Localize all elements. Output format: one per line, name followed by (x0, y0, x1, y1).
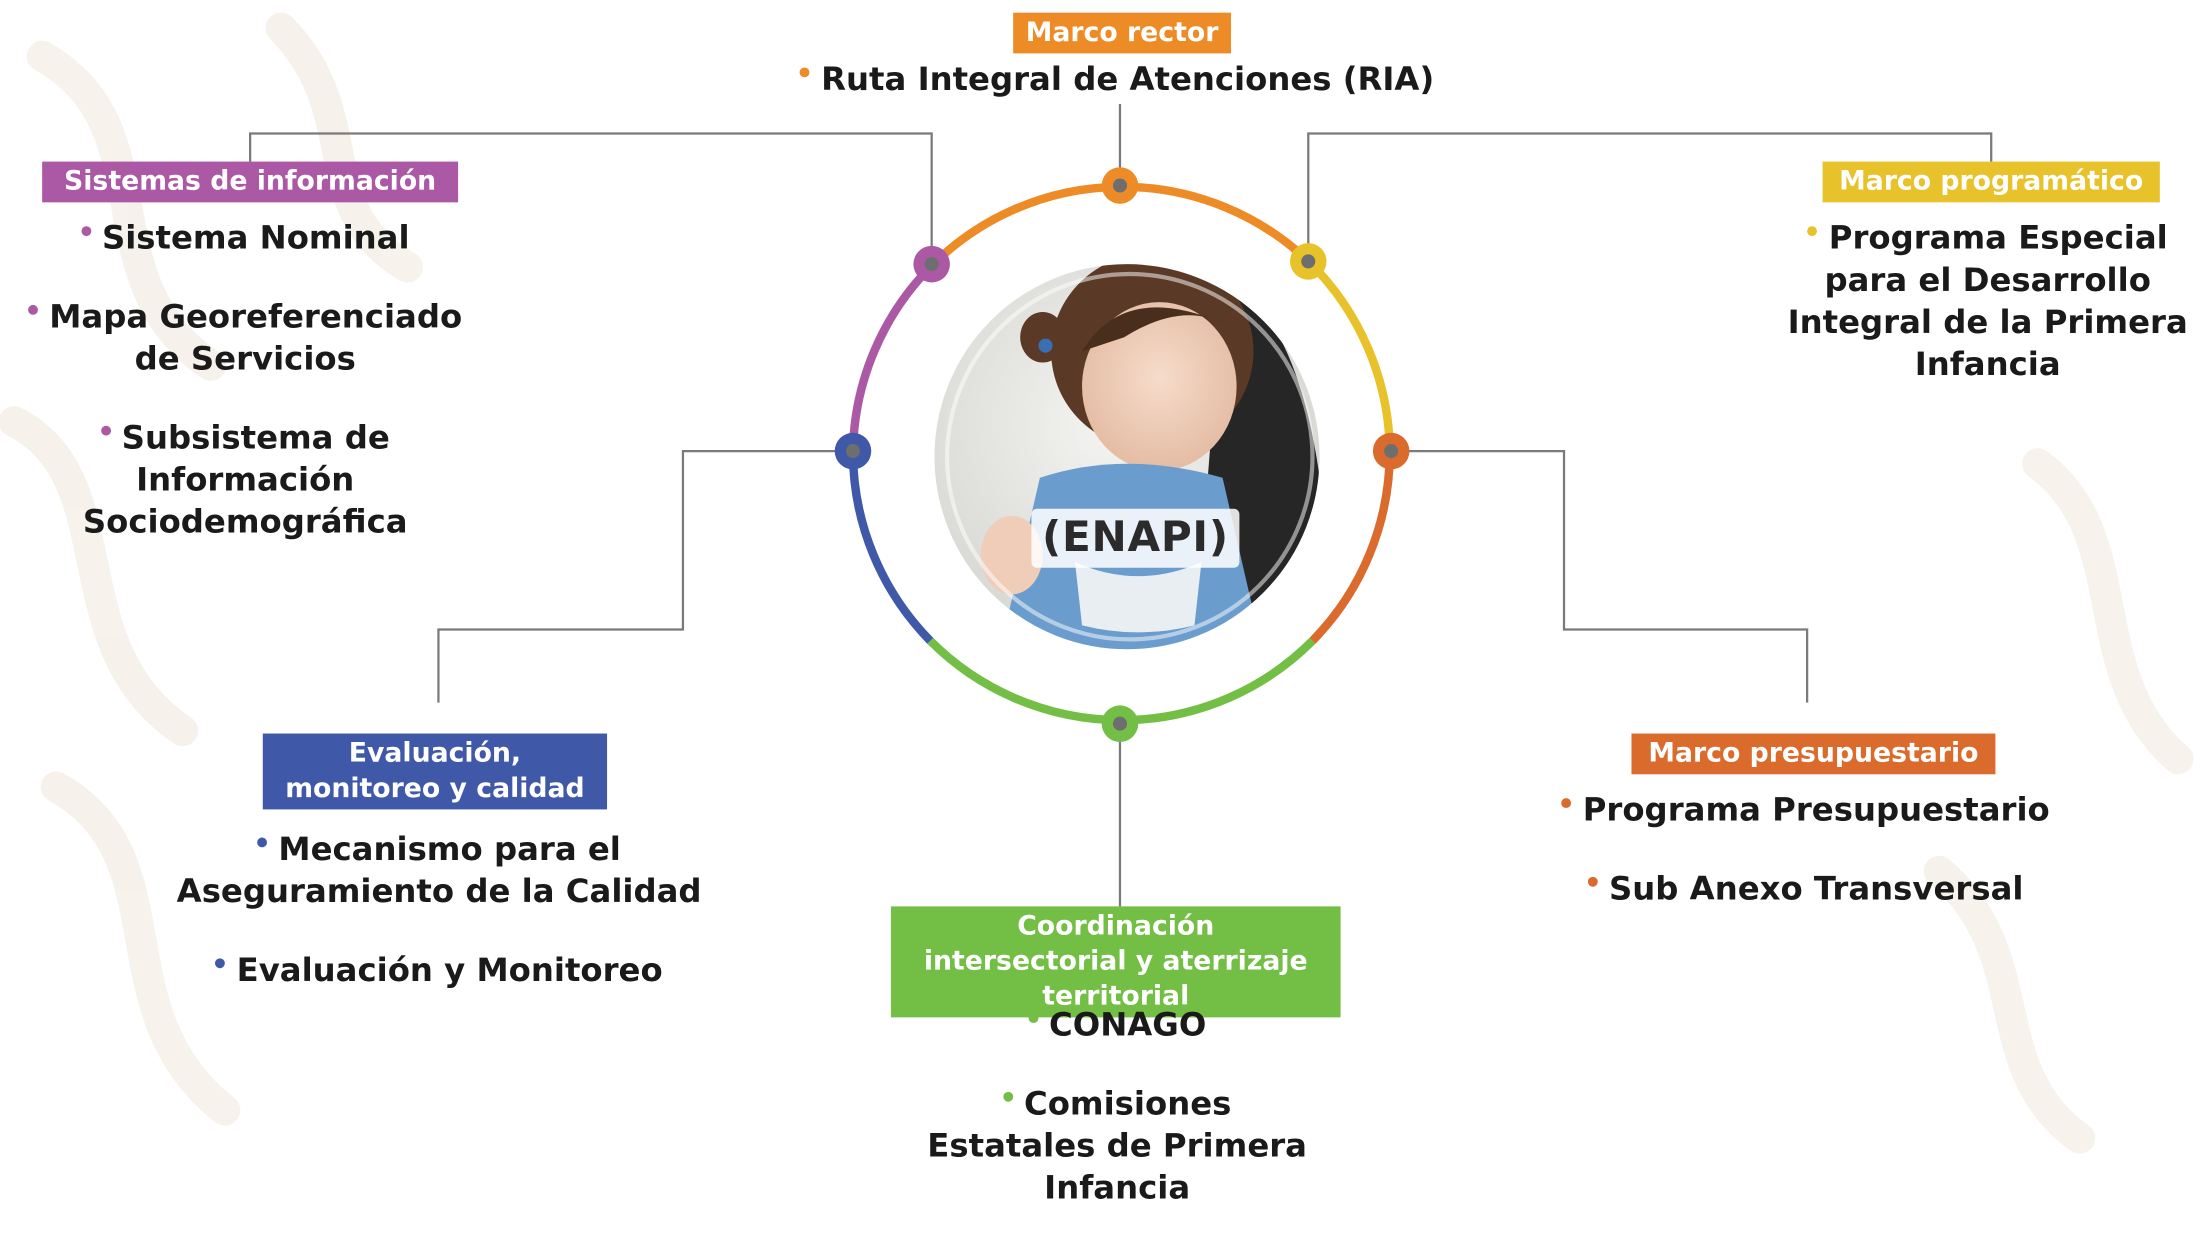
presupuestario-title: Marco presupuestario (1631, 733, 1996, 775)
bullet-icon (257, 837, 268, 848)
coordinacion-title: Coordinación intersectorial y aterrizaje… (890, 906, 1341, 1018)
connector-lines (249, 103, 1993, 907)
connector-programatico (1307, 132, 1993, 262)
bullet-icon (1807, 226, 1818, 237)
child-photo (933, 262, 1321, 651)
background-pattern (0, 12, 2194, 1154)
programatico-list: Programa Especial para el Desarrollo Int… (1773, 218, 2202, 423)
connector-evaluacion (437, 449, 853, 703)
rector-list: Ruta Integral de Atenciones (RIA) (759, 59, 1476, 138)
bullet-icon (100, 425, 111, 436)
evaluacion-title: Evaluación, monitoreo y calidad (262, 733, 608, 810)
arc-presupuestario (1309, 452, 1394, 644)
sistemas-item-1: Sistema Nominal (3, 218, 488, 260)
presupuestario-item-2: Sub Anexo Transversal (1518, 868, 2094, 910)
evaluacion-item-1: Mecanismo para el Aseguramiento de la Ca… (176, 831, 702, 911)
bullet-icon (800, 67, 810, 78)
node-sistemas (913, 245, 950, 283)
node-evaluacion (834, 432, 872, 470)
sistemas-list: Sistema Nominal Mapa Georeferenciado de … (3, 218, 488, 581)
evaluacion-list: Mecanismo para el Aseguramiento de la Ca… (133, 829, 744, 1029)
node-presupuestario (1372, 432, 1410, 470)
sistemas-title: Sistemas de información (42, 161, 459, 203)
bullet-icon (215, 958, 226, 969)
presupuestario-item-1: Programa Presupuestario (1518, 790, 2094, 832)
bullet-icon (80, 226, 91, 237)
node-coordinacion (1101, 705, 1139, 742)
arc-evaluacion (848, 452, 934, 644)
bullet-icon (1561, 798, 1572, 809)
coordinacion-list: CONAGO Comisiones Estatales de Primera I… (857, 1005, 1377, 1246)
evaluacion-item-2: Evaluación y Monitoreo (133, 950, 744, 992)
bullet-icon (1587, 876, 1598, 887)
diagram-stage: (ENAPI) Marco rector Ruta Integral de At… (0, 12, 2202, 1207)
bullet-icon (1027, 1013, 1038, 1024)
programatico-item-1: Programa Especial para el Desarrollo Int… (1787, 220, 2188, 384)
presupuestario-list: Programa Presupuestario Sub Anexo Transv… (1518, 790, 2094, 947)
rector-item-1: Ruta Integral de Atenciones (RIA) (759, 59, 1476, 101)
arc-programatico (1305, 258, 1394, 453)
bullet-icon (1002, 1091, 1013, 1102)
center-label: (ENAPI) (1031, 508, 1240, 568)
programatico-title: Marco programático (1822, 161, 2160, 203)
connector-sistemas (249, 132, 933, 265)
bullet-icon (28, 304, 39, 315)
node-rector (1101, 167, 1139, 204)
node-programatico (1290, 243, 1327, 280)
coordinacion-item-2: Comisiones Estatales de Primera Infancia (927, 1086, 1307, 1208)
sistemas-item-2: Mapa Georeferenciado de Servicios (3, 297, 488, 381)
connector-presupuestario (1391, 449, 1809, 703)
rector-title: Marco rector (1013, 12, 1231, 54)
coordinacion-item-1: CONAGO (857, 1005, 1377, 1047)
arc-sistemas (848, 262, 935, 453)
sistemas-item-3: Subsistema de Información Sociodemográfi… (82, 420, 408, 542)
